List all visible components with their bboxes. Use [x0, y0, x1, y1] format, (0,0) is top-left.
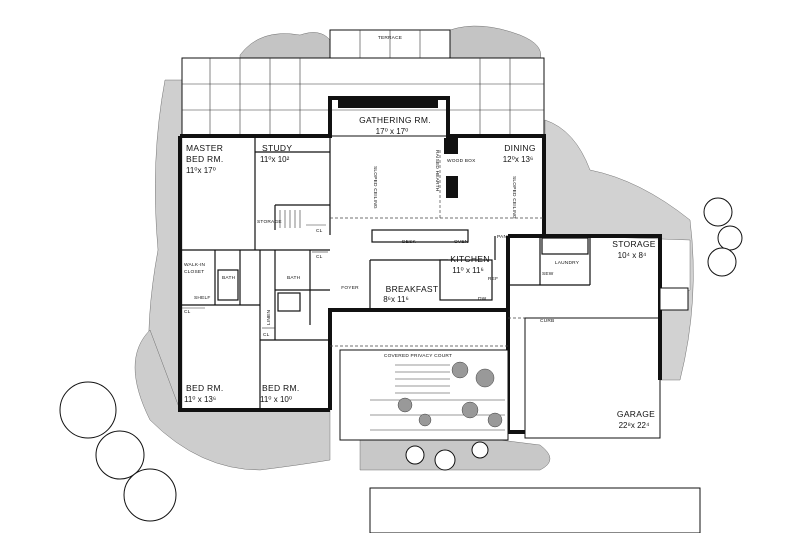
kitchen-label: KITCHEN	[450, 254, 489, 264]
study-label: STUDY	[262, 143, 292, 153]
fireplace	[338, 100, 458, 198]
foyer-label: FOYER	[341, 285, 359, 291]
gathering-size: 17⁰ x 17⁰	[376, 127, 409, 136]
gathering-label: GATHERING RM.	[359, 115, 431, 125]
privacy-court	[339, 349, 509, 441]
stairs	[279, 210, 301, 228]
closet-label-3: CL	[316, 254, 323, 260]
bedrm2-label: BED RM.	[262, 383, 300, 393]
linen-label: LINEN	[266, 310, 272, 325]
curb-label: CURB	[540, 318, 554, 324]
dining-label: DINING	[504, 143, 536, 153]
bath1-label: BATH	[222, 275, 236, 281]
storage-size: 10⁴ x 8⁴	[618, 251, 647, 260]
ref-label: REF	[488, 276, 498, 282]
master-size: 11⁰x 17⁰	[186, 166, 216, 175]
bedrm2-size: 11⁰ x 10⁰	[260, 395, 292, 404]
bath2-label: BATH	[287, 275, 301, 281]
breakfast-size: 8⁶x 11⁶	[383, 295, 409, 304]
closet-label-1: CL	[184, 309, 191, 315]
master-label-1: MASTER	[186, 143, 223, 153]
master-label-2: BED RM.	[186, 154, 224, 164]
privacy-label: COVERED PRIVACY COURT	[384, 353, 452, 359]
closet-markers	[182, 224, 328, 329]
closet-label-2: CL	[316, 228, 323, 234]
breakfast-label: BREAKFAST	[386, 284, 439, 294]
garage-outline	[369, 287, 701, 533]
study-size: 11⁰x 10²	[260, 155, 290, 164]
trees	[59, 197, 743, 522]
kitchen-size: 11⁰ x 11⁶	[452, 266, 484, 275]
bedrm1-label: BED RM.	[186, 383, 224, 393]
pantry-label: PANTRY	[497, 234, 518, 240]
closet-label-4: CL	[263, 332, 270, 338]
desk-label: DESK	[402, 239, 416, 245]
walkin-label-2: CLOSET	[184, 269, 204, 275]
walkin-label-1: WALK-IN	[184, 262, 206, 268]
garage-label: GARAGE	[617, 409, 655, 419]
woodbox-label: WOOD BOX	[447, 158, 476, 164]
sloped-ceiling-2: SLOPED CEILING	[511, 176, 517, 219]
hearth-label: RAISED HEARTH	[434, 150, 440, 192]
dining-size: 12⁰x 13⁶	[503, 155, 534, 164]
shelf-label: SHELF	[194, 295, 210, 301]
interior-walls	[180, 136, 591, 410]
dw-label: DW	[478, 296, 487, 302]
laundry-label: LAUNDRY	[555, 260, 580, 266]
storage-label: STORAGE	[612, 239, 656, 249]
landscape-shrubs	[134, 25, 694, 471]
garage-size: 22⁸x 22⁴	[619, 421, 650, 430]
oven-label: OVEN	[454, 239, 469, 245]
bedrm1-size: 11⁰ x 13⁶	[184, 395, 216, 404]
terrace-label: TERRACE	[378, 35, 402, 41]
storage-small-label: STORAGE	[257, 219, 282, 225]
sloped-ceiling-1: SLOPED CEILING	[372, 166, 378, 209]
sew-label: SEW	[542, 271, 554, 277]
